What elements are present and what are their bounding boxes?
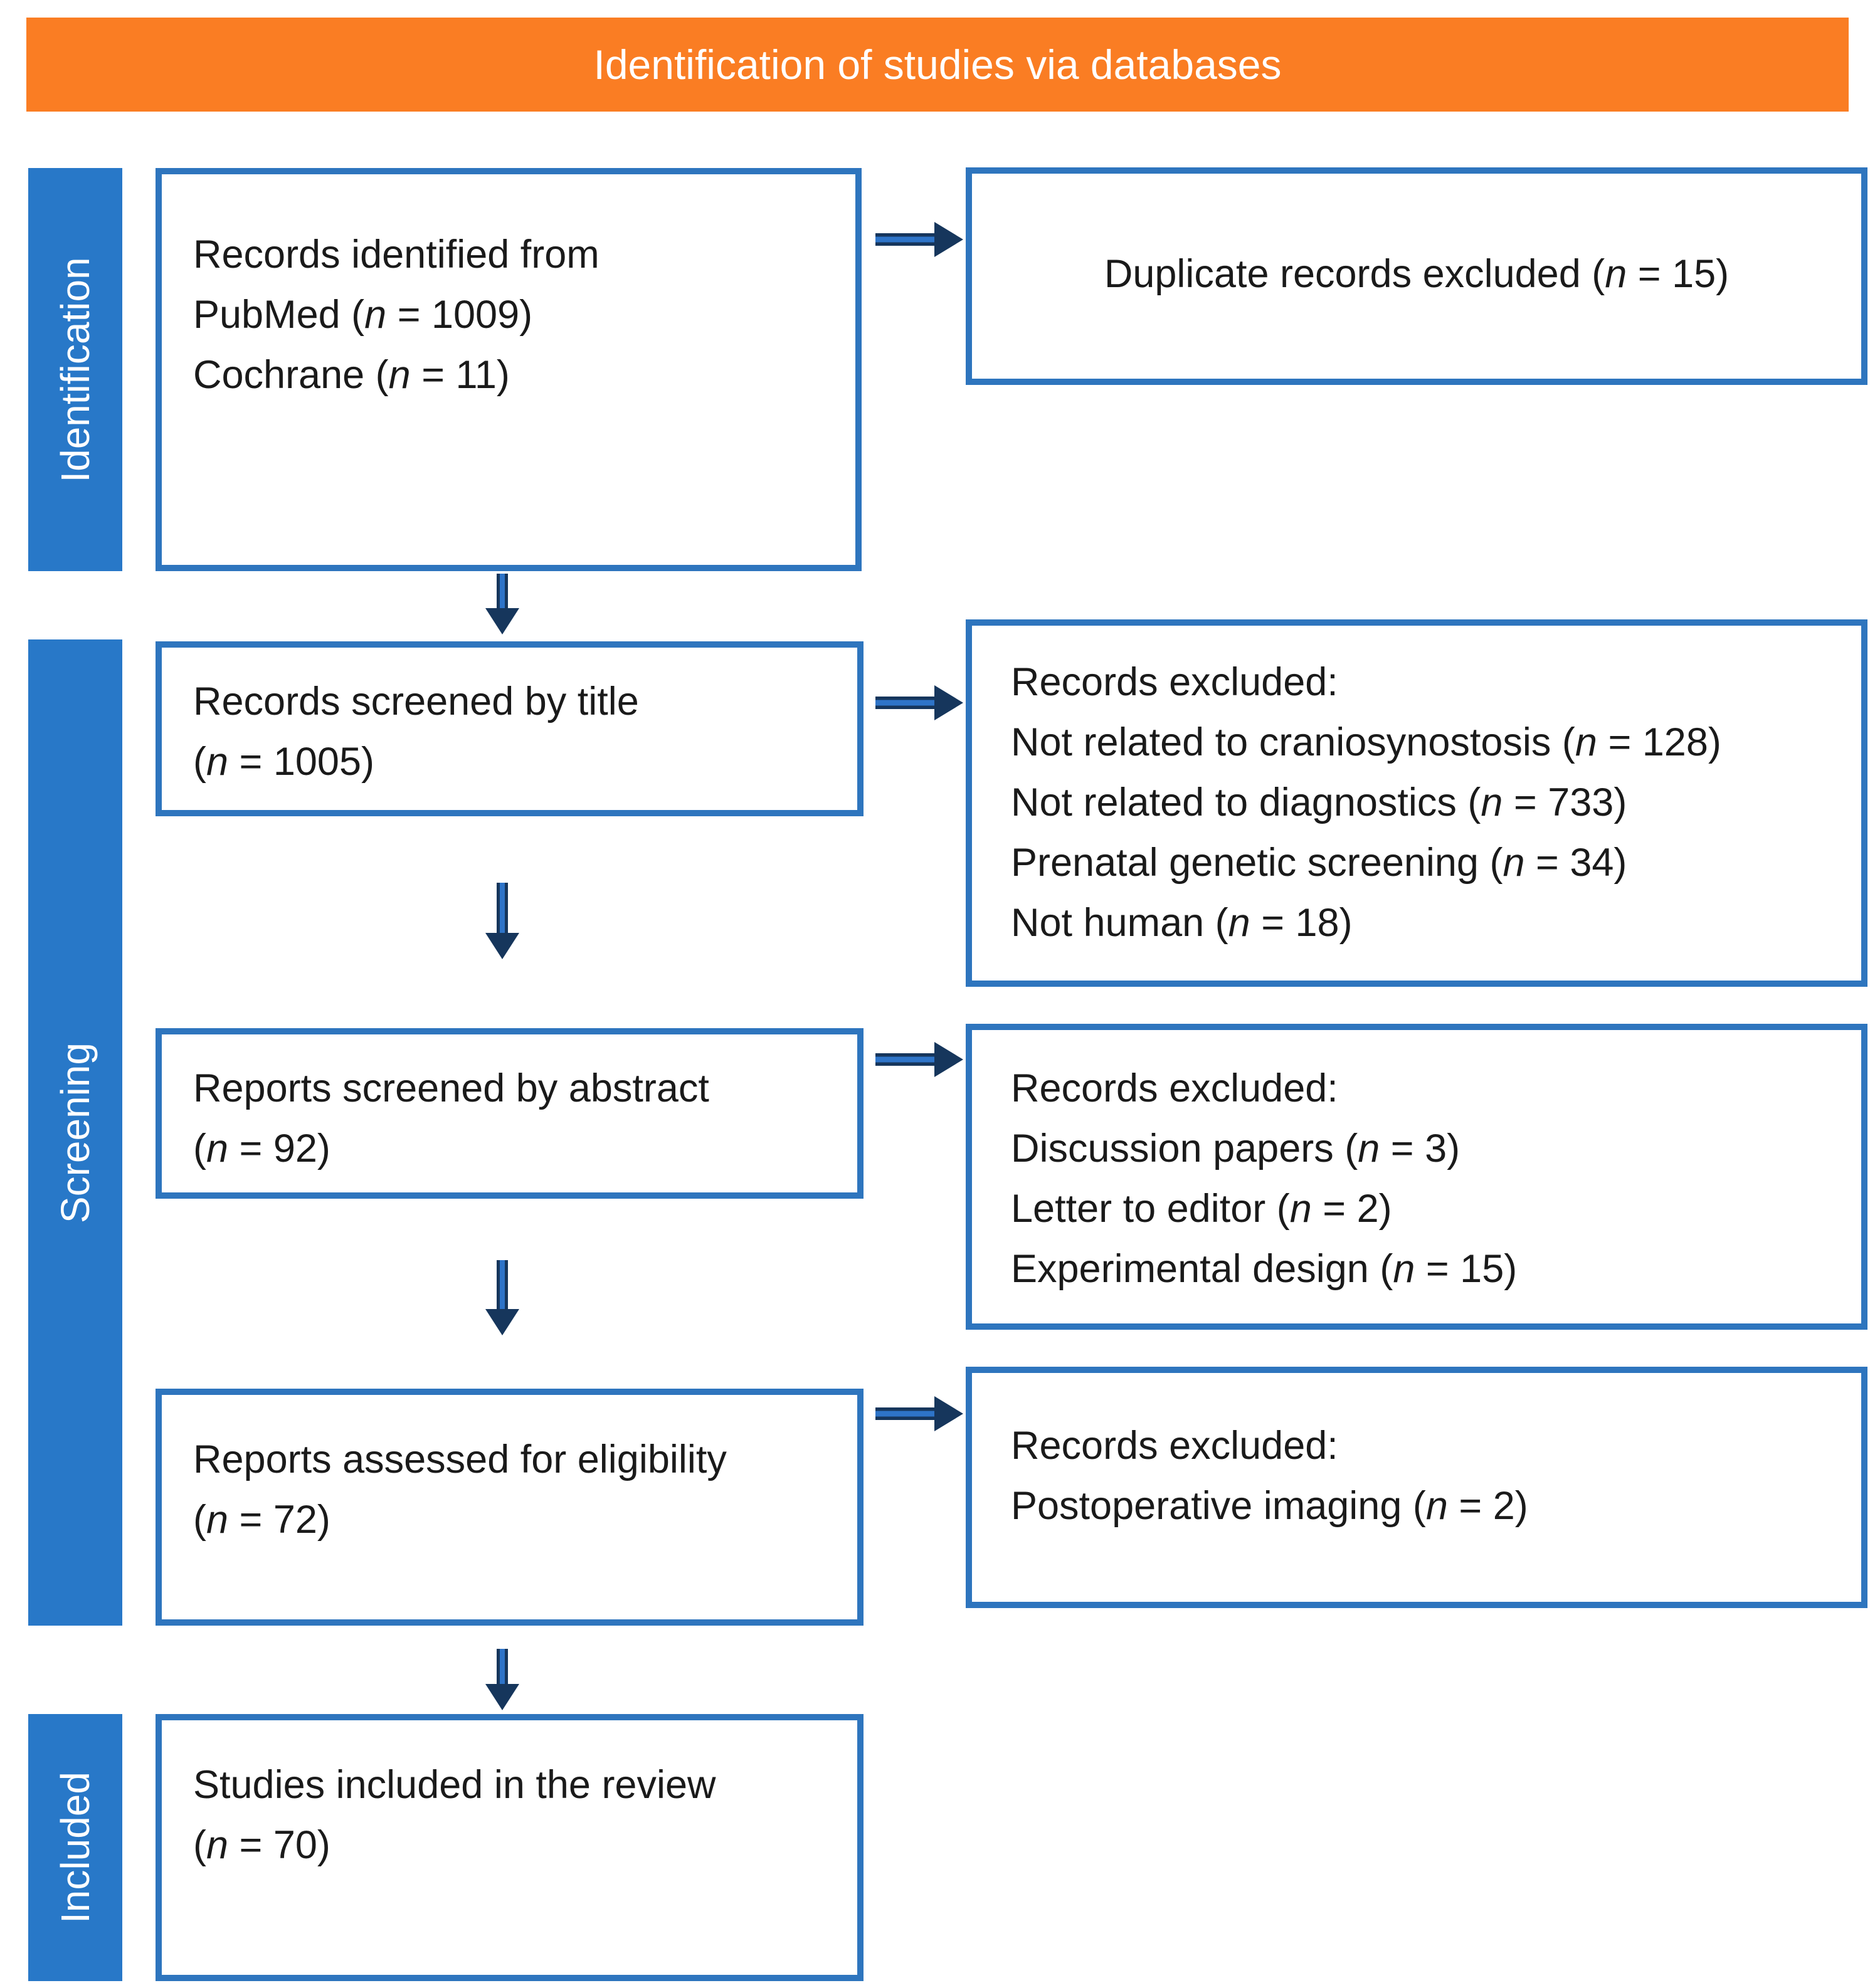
arrow-right-excluded-title-icon <box>875 685 963 720</box>
arrow-down-to-eligibility-icon <box>480 1260 519 1335</box>
arrow-shaft <box>497 574 508 609</box>
arrow-down-to-included-icon <box>480 1649 519 1710</box>
arrow-head <box>934 1042 963 1077</box>
arrow-shaft <box>497 883 508 934</box>
box-text-line: Records identified from <box>193 233 599 276</box>
arrow-shaft <box>875 1407 934 1420</box>
arrow-shaft <box>497 1649 508 1685</box>
stage-bar-identification: Identification <box>28 168 122 571</box>
box-text-line: (n = 72) <box>193 1498 330 1542</box>
box-excluded-after-eligibility: Records excluded: Postoperative imaging (… <box>966 1367 1867 1608</box>
arrow-head <box>485 1684 519 1710</box>
box-text-line: Records excluded: <box>1011 660 1338 704</box>
arrow-right-excluded-abstract-icon <box>875 1042 963 1077</box>
box-text-line: Discussion papers (n = 3) <box>1011 1127 1460 1170</box>
arrow-head <box>485 608 519 634</box>
stage-label-screening: Screening <box>53 1042 98 1223</box>
box-excluded-after-abstract: Records excluded: Discussion papers (n = … <box>966 1024 1867 1330</box>
box-text-line: Records screened by title <box>193 680 639 723</box>
box-text-line: Not human (n = 18) <box>1011 901 1353 945</box>
box-reports-screened-abstract: Reports screened by abstract (n = 92) <box>156 1028 864 1199</box>
arrow-right-duplicates-icon <box>875 222 963 257</box>
box-studies-included: Studies included in the review (n = 70) <box>156 1714 864 1981</box>
box-text-line: Duplicate records excluded (n = 15) <box>1104 252 1730 296</box>
box-text-line: (n = 92) <box>193 1127 330 1170</box>
arrow-down-to-abstract-screen-icon <box>480 883 519 959</box>
box-text-line: Records excluded: <box>1011 1424 1338 1468</box>
box-text-line: Experimental design (n = 15) <box>1011 1247 1518 1291</box>
arrow-right-excluded-eligibility-icon <box>875 1396 963 1431</box>
arrow-head <box>934 1396 963 1431</box>
box-text-line: Not related to craniosynostosis (n = 128… <box>1011 720 1721 764</box>
arrow-down-to-title-screen-icon <box>480 574 519 634</box>
stage-label-included: Included <box>53 1772 98 1923</box>
box-text-line: Letter to editor (n = 2) <box>1011 1187 1392 1231</box>
box-text-line: Records excluded: <box>1011 1066 1338 1110</box>
box-text-line: Prenatal genetic screening (n = 34) <box>1011 841 1627 885</box>
stage-bar-included: Included <box>28 1714 122 1981</box>
arrow-head <box>934 222 963 257</box>
banner-title: Identification of studies via databases <box>26 18 1849 112</box>
arrow-shaft <box>875 1053 934 1066</box>
box-text-line: Studies included in the review <box>193 1763 716 1807</box>
stage-label-identification: Identification <box>53 256 98 483</box>
arrow-shaft <box>497 1260 508 1310</box>
box-duplicates-excluded: Duplicate records excluded (n = 15) <box>966 167 1867 385</box>
arrow-head <box>934 685 963 720</box>
box-reports-assessed-eligibility: Reports assessed for eligibility (n = 72) <box>156 1389 864 1626</box>
box-text-line: PubMed (n = 1009) <box>193 293 533 337</box>
box-text-line: (n = 70) <box>193 1823 330 1867</box>
box-text-line: (n = 1005) <box>193 740 374 784</box>
arrow-head <box>485 933 519 959</box>
arrow-shaft <box>875 697 934 709</box>
box-text-line: Reports screened by abstract <box>193 1066 709 1110</box>
arrow-head <box>485 1309 519 1335</box>
box-excluded-after-title: Records excluded: Not related to craniosy… <box>966 619 1867 987</box>
box-text-line: Cochrane (n = 11) <box>193 353 510 397</box>
stage-bar-screening: Screening <box>28 639 122 1626</box>
box-text-line: Not related to diagnostics (n = 733) <box>1011 781 1627 824</box>
box-text-line: Postoperative imaging (n = 2) <box>1011 1484 1528 1528</box>
box-records-screened-title: Records screened by title (n = 1005) <box>156 641 864 816</box>
arrow-shaft <box>875 233 934 246</box>
box-text-line: Reports assessed for eligibility <box>193 1438 727 1481</box>
